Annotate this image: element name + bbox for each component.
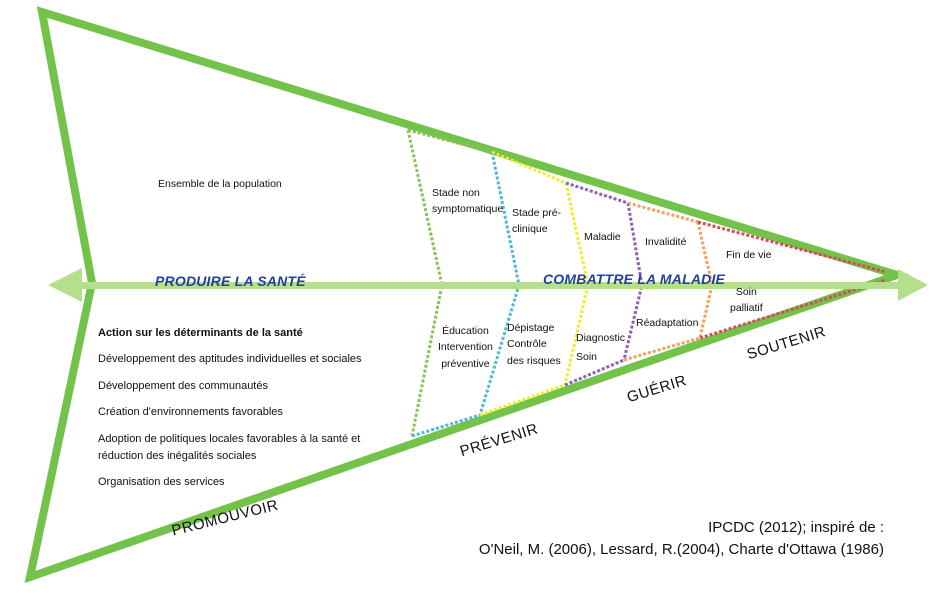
determinants-heading: Action sur les déterminants de la santé: [98, 327, 303, 339]
determinant-item: Adoption de politiques locales favorable…: [98, 433, 361, 445]
horizontal-double-arrow: [48, 268, 928, 302]
combattre-maladie-label: COMBATTRE LA MALADIE: [543, 271, 726, 287]
stage-lower-3: Diagnostic Soin: [576, 332, 626, 364]
determinant-item: Développement des communautés: [98, 380, 268, 392]
band-top-orange: [627, 201, 699, 224]
divider-purple: [622, 202, 644, 361]
band-bottom-orange: [623, 336, 701, 362]
stage-lower-1: Éducation Intervention préventive: [438, 325, 493, 370]
stage-upper-1: Stade non symptomatique: [432, 187, 504, 216]
band-top-yellow: [491, 150, 567, 185]
divider-green: [406, 129, 444, 437]
band-bottom-blue: [411, 413, 481, 438]
determinant-item: Création d'environnements favorables: [98, 406, 283, 418]
band-top-purple: [565, 181, 629, 205]
stage-upper-3: Maladie: [584, 231, 621, 243]
stage-lower-5: Soin palliatif: [730, 286, 763, 315]
determinant-item: Développement des aptitudes individuelle…: [98, 353, 362, 365]
divider-yellow: [563, 182, 590, 386]
band-bottom-purple: [564, 358, 625, 387]
stage-lower-2: Dépistage Contrôle des risques: [507, 322, 561, 367]
band-bottom-yellow: [479, 383, 566, 417]
population-label: Ensemble de la population: [158, 178, 282, 190]
credit-line-1: IPCDC (2012); inspiré de :: [708, 519, 884, 536]
stage-lower-4: Réadaptation: [636, 317, 699, 329]
credit-line-2: O'Neil, M. (2006), Lessard, R.(2004), Ch…: [478, 541, 884, 558]
determinant-item: Organisation des services: [98, 476, 225, 488]
stage-upper-2: Stade pré- clinique: [512, 207, 562, 236]
band-top-red: [697, 220, 887, 274]
band-top-green: [407, 128, 493, 154]
determinant-item: réduction des inégalités sociales: [98, 450, 257, 462]
divider-orange: [696, 221, 714, 339]
outer-arrow-outline: [24, 6, 910, 584]
produire-sante-label: PRODUIRE LA SANTÉ: [155, 273, 306, 289]
stage-upper-5: Fin de vie: [726, 249, 772, 261]
stage-upper-4: Invalidité: [645, 236, 687, 248]
band-bottom-red: [699, 278, 887, 340]
